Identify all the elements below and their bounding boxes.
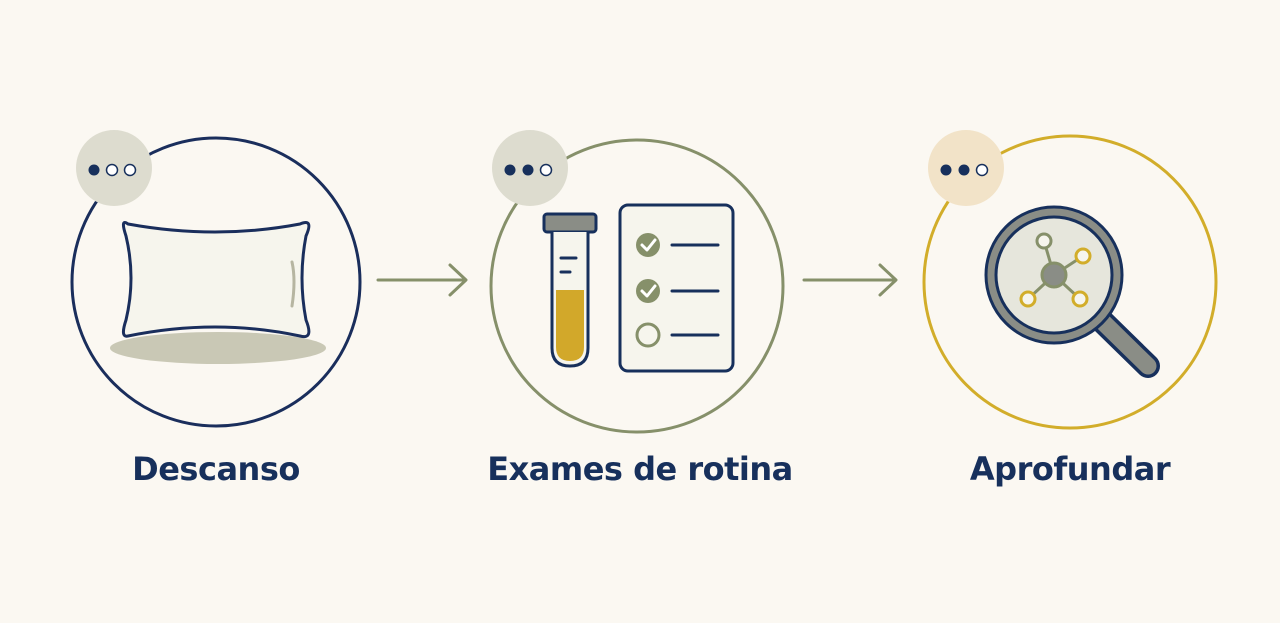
arrow-icon [802, 263, 898, 297]
level-dots [88, 163, 137, 177]
level-dot-filled [88, 164, 100, 176]
step-label-aprofundar: Aprofundar [969, 450, 1171, 488]
step-label-descanso: Descanso [132, 450, 300, 488]
level-dot-filled [504, 164, 516, 176]
level-dot-filled [958, 164, 970, 176]
level-badge-3 [928, 130, 1004, 206]
checklist-icon [618, 203, 735, 373]
level-dots [940, 163, 989, 177]
step-2-ring [489, 138, 785, 434]
level-dot-empty [539, 163, 553, 177]
step-label-exames-de-rotina: Exames de rotina [487, 450, 793, 488]
step-1 [70, 130, 362, 428]
level-dot-empty [975, 163, 989, 177]
level-dot-empty [105, 163, 119, 177]
step-1-ring [70, 136, 362, 428]
step-2 [489, 130, 785, 434]
step-3-ring [922, 134, 1218, 430]
level-dot-filled [522, 164, 534, 176]
level-badge-1 [76, 130, 152, 206]
step-3 [922, 130, 1218, 430]
level-badge-2 [492, 130, 568, 206]
test-tube-icon [542, 212, 598, 368]
level-dot-empty [123, 163, 137, 177]
magnifier-network-icon [984, 205, 1160, 378]
arrow-icon [376, 263, 468, 297]
pillow-icon [110, 221, 326, 364]
level-dot-filled [940, 164, 952, 176]
level-dots [504, 163, 553, 177]
